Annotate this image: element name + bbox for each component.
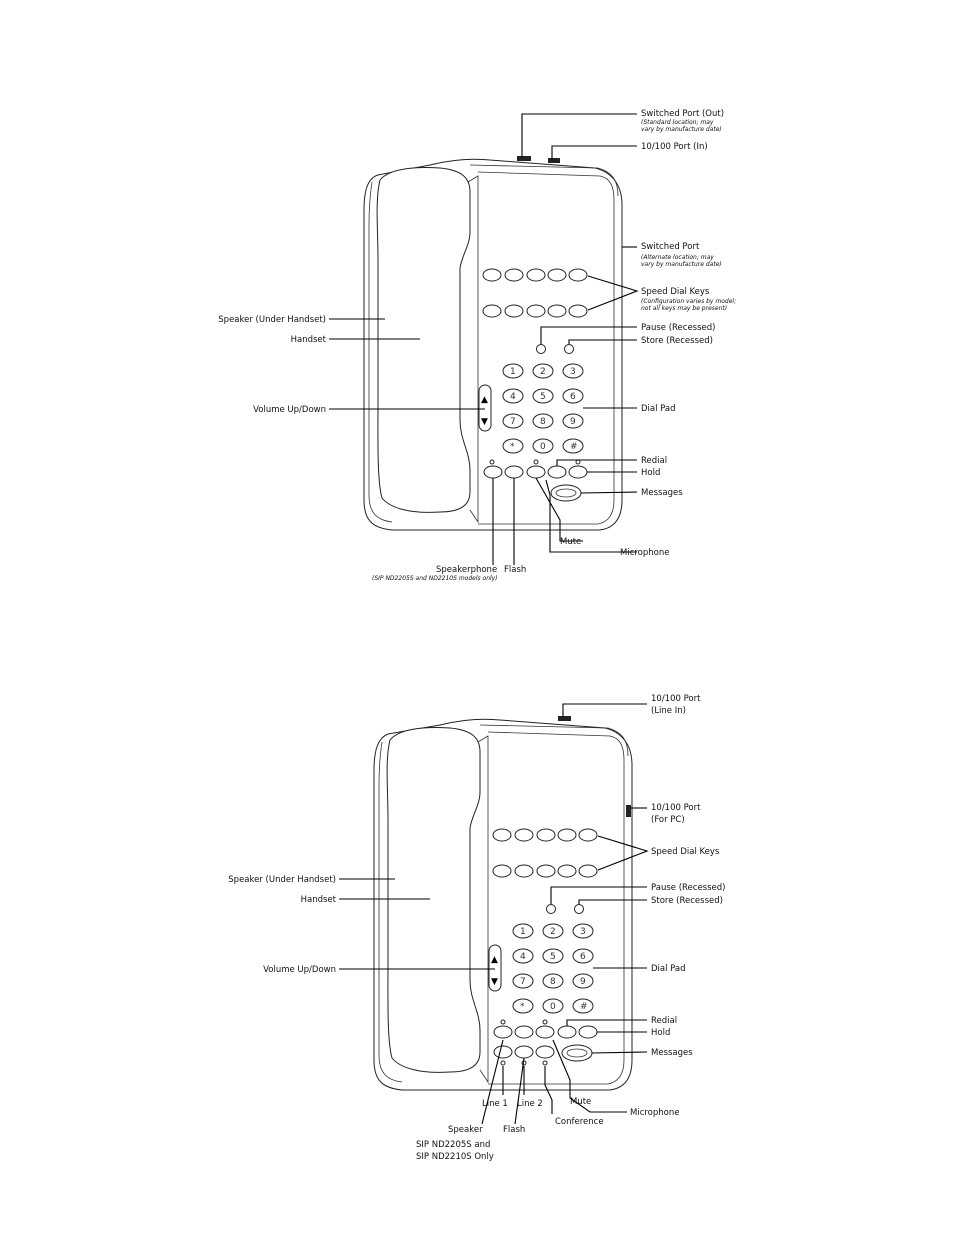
note-sip-1: SIP ND2205S and [416, 1140, 490, 1150]
label-flash: Flash [503, 1125, 525, 1135]
label-mute: Mute [560, 537, 581, 547]
note-sip-2: SIP ND2210S Only [416, 1152, 494, 1162]
key-8: 8 [540, 417, 546, 427]
key-0: 0 [540, 442, 546, 452]
port-pc [626, 805, 631, 817]
port-line-in [558, 716, 571, 721]
key-3: 3 [570, 367, 576, 377]
label-speaker: Speaker [448, 1125, 483, 1135]
label-hold: Hold [641, 468, 660, 478]
label-line1: Line 1 [482, 1099, 508, 1109]
label-port-line-in-2: (Line In) [651, 706, 686, 716]
key-2: 2 [550, 927, 556, 937]
label-port-pc-2: (For PC) [651, 815, 685, 825]
note-speakerphone: (SIP ND2205S and ND2210S models only) [372, 575, 498, 582]
port-in [548, 158, 560, 163]
label-redial: Redial [641, 456, 667, 466]
volume-down-icon: ▼ [481, 417, 488, 427]
key-9: 9 [570, 417, 576, 427]
label-pause: Pause (Recessed) [651, 883, 725, 893]
key-star: * [510, 442, 515, 452]
label-port-in: 10/100 Port (In) [641, 142, 708, 152]
label-line2: Line 2 [517, 1099, 543, 1109]
note-speed-dial-1: (Configuration varies by model; [641, 298, 736, 305]
key-7: 7 [510, 417, 516, 427]
label-volume: Volume Up/Down [253, 405, 326, 415]
dial-pad: 1 2 3 4 5 6 7 8 9 * 0 # [502, 363, 584, 454]
key-hash: # [570, 442, 578, 452]
volume-up-icon: ▲ [481, 395, 488, 405]
key-2: 2 [540, 367, 546, 377]
label-store: Store (Recessed) [651, 896, 723, 906]
label-store: Store (Recessed) [641, 336, 713, 346]
handset [386, 727, 481, 1073]
label-messages: Messages [651, 1048, 693, 1058]
switched-port-out [517, 156, 531, 161]
note-speed-dial-2: not all keys may be present) [641, 305, 727, 312]
function-keys [493, 1019, 598, 1066]
key-star: * [520, 1002, 525, 1012]
label-redial: Redial [651, 1016, 677, 1026]
label-flash: Flash [504, 565, 526, 575]
handset [376, 167, 471, 513]
label-microphone: Microphone [630, 1108, 679, 1118]
phone-diagram-2: 1 2 3 4 5 6 7 8 9 * 0 # ▲ ▼ [228, 694, 725, 1162]
function-keys [483, 459, 588, 479]
volume-up-icon: ▲ [491, 955, 498, 965]
label-switched-out: Switched Port (Out) [641, 109, 724, 119]
key-5: 5 [550, 952, 556, 962]
label-switched-port: Switched Port [641, 242, 700, 252]
note-switched-out-1: (Standard location; may [641, 119, 714, 126]
volume-down-icon: ▼ [491, 977, 498, 987]
messages-button [550, 484, 582, 502]
messages-button [561, 1044, 593, 1062]
key-7: 7 [520, 977, 526, 987]
label-mute: Mute [570, 1097, 591, 1107]
key-6: 6 [580, 952, 586, 962]
key-8: 8 [550, 977, 556, 987]
speed-dial-keys [492, 828, 598, 878]
label-messages: Messages [641, 488, 683, 498]
key-3: 3 [580, 927, 586, 937]
key-4: 4 [510, 392, 516, 402]
label-conference: Conference [555, 1117, 604, 1127]
label-microphone: Microphone [620, 548, 669, 558]
dial-pad: 1 2 3 4 5 6 7 8 9 * 0 # [512, 923, 594, 1014]
label-port-line-in: 10/100 Port [651, 694, 701, 704]
key-hash: # [580, 1002, 588, 1012]
key-0: 0 [550, 1002, 556, 1012]
speed-dial-keys [482, 268, 588, 318]
key-6: 6 [570, 392, 576, 402]
key-5: 5 [540, 392, 546, 402]
label-volume: Volume Up/Down [263, 965, 336, 975]
label-speaker-under: Speaker (Under Handset) [228, 875, 336, 885]
label-dial-pad: Dial Pad [641, 404, 676, 414]
label-speaker-under: Speaker (Under Handset) [218, 315, 326, 325]
volume-rocker [478, 384, 492, 432]
label-speed-dial: Speed Dial Keys [651, 847, 720, 857]
label-handset: Handset [291, 335, 327, 345]
key-9: 9 [580, 977, 586, 987]
volume-rocker [488, 944, 502, 992]
label-dial-pad: Dial Pad [651, 964, 686, 974]
key-1: 1 [520, 927, 526, 937]
store-button [564, 344, 574, 354]
note-switched-port-2: vary by manufacture date) [641, 261, 722, 268]
label-speakerphone: Speakerphone [436, 565, 497, 575]
key-4: 4 [520, 952, 526, 962]
label-speed-dial: Speed Dial Keys [641, 287, 710, 297]
phone-diagram-1: 1 2 3 4 5 6 7 8 9 * 0 # ▲ ▼ [218, 109, 736, 582]
label-pause: Pause (Recessed) [641, 323, 715, 333]
store-button [574, 904, 584, 914]
key-1: 1 [510, 367, 516, 377]
note-switched-out-2: vary by manufacture date) [641, 126, 722, 133]
note-switched-port-1: (Alternate location; may [641, 254, 714, 261]
label-handset: Handset [301, 895, 337, 905]
label-port-pc: 10/100 Port [651, 803, 701, 813]
pause-button [546, 904, 556, 914]
label-hold: Hold [651, 1028, 670, 1038]
pause-button [536, 344, 546, 354]
